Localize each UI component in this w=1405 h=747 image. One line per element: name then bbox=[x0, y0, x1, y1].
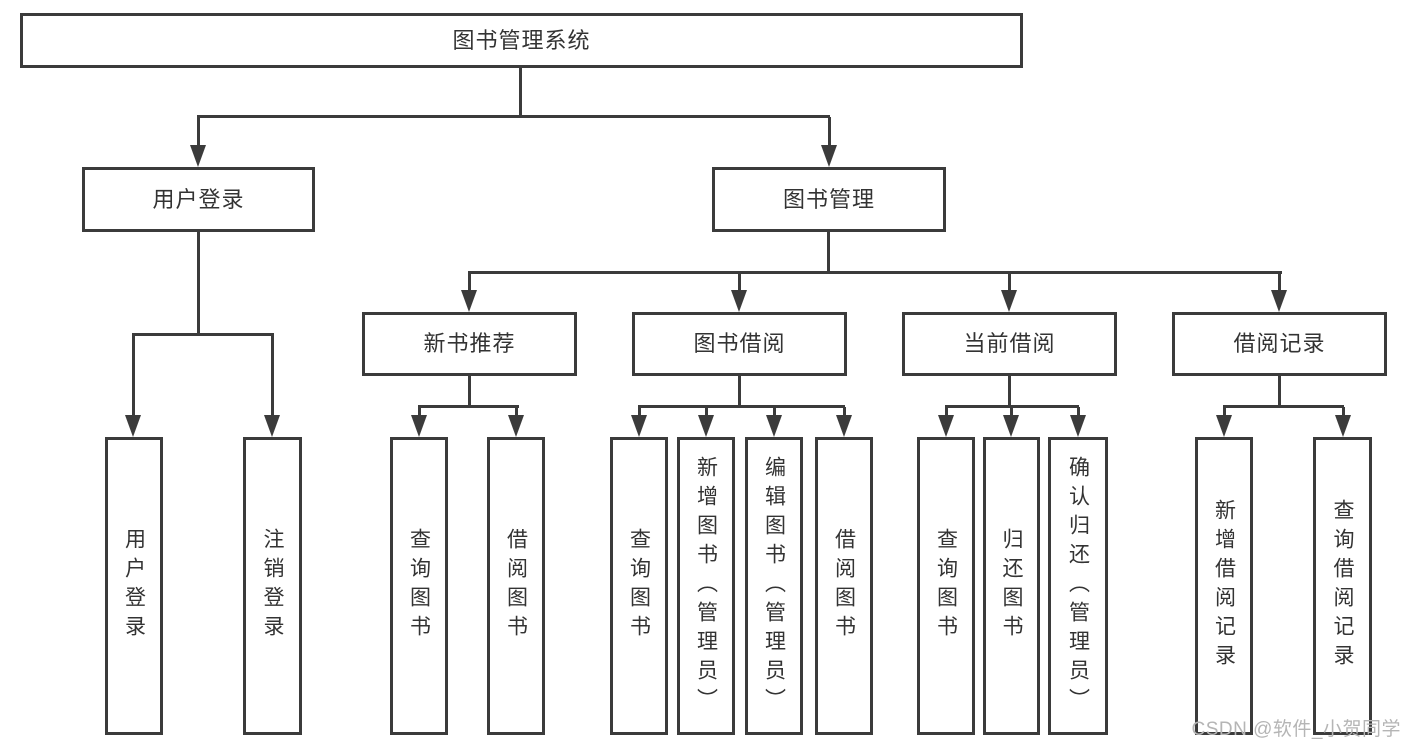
arrow-to-book-mgmt bbox=[821, 117, 837, 167]
node-borrow-record: 借阅记录 bbox=[1172, 312, 1387, 376]
connector-book-borrow-stem bbox=[738, 374, 741, 408]
leaf-query-book-cb-label: 查询图书 bbox=[934, 528, 958, 644]
leaf-add-borrow-record: 新增借阅记录 bbox=[1195, 437, 1253, 735]
node-current-borrow-label: 当前借阅 bbox=[963, 331, 1056, 356]
connector-user-login-bar bbox=[132, 333, 274, 336]
leaf-borrow-book-nbr: 借阅图书 bbox=[487, 437, 545, 735]
leaf-logout-label: 注销登录 bbox=[261, 528, 284, 644]
node-new-book-rec: 新书推荐 bbox=[362, 312, 577, 376]
leaf-borrow-book-bb-label: 借阅图书 bbox=[832, 528, 856, 644]
leaf-add-borrow-record-label: 新增借阅记录 bbox=[1212, 499, 1236, 673]
arrow-leaf-br-2 bbox=[1335, 407, 1351, 437]
leaf-logout: 注销登录 bbox=[243, 437, 302, 735]
connector-borrow-record-bar bbox=[1223, 405, 1344, 408]
node-book-mgmt-label: 图书管理 bbox=[782, 186, 875, 212]
node-new-book-rec-label: 新书推荐 bbox=[423, 331, 516, 356]
arrow-leaf-br-1 bbox=[1216, 407, 1232, 437]
node-user-login: 用户登录 bbox=[82, 167, 315, 232]
node-root-label: 图书管理系统 bbox=[452, 27, 591, 53]
arrow-to-leaf-logout bbox=[264, 335, 280, 437]
arrow-leaf-cb-3 bbox=[1070, 407, 1086, 437]
leaf-confirm-return-admin: 确认归还（管理员） bbox=[1048, 437, 1108, 735]
leaf-confirm-return-admin-label: 确认归还（管理员） bbox=[1066, 455, 1090, 717]
leaf-query-book-cb: 查询图书 bbox=[917, 437, 975, 735]
node-current-borrow: 当前借阅 bbox=[902, 312, 1117, 376]
node-book-mgmt: 图书管理 bbox=[712, 167, 946, 232]
connector-book-mgmt-stem bbox=[827, 230, 830, 273]
leaf-query-borrow-record-label: 查询借阅记录 bbox=[1331, 499, 1354, 673]
arrow-leaf-bb-2 bbox=[698, 407, 714, 437]
leaf-query-borrow-record: 查询借阅记录 bbox=[1313, 437, 1372, 735]
arrow-to-leaf-user-login bbox=[125, 335, 141, 437]
node-book-borrow: 图书借阅 bbox=[632, 312, 847, 376]
leaf-borrow-book-nbr-label: 借阅图书 bbox=[504, 528, 528, 644]
connector-current-borrow-stem bbox=[1008, 374, 1011, 408]
csdn-watermark: CSDN @软件_小贺同学 bbox=[1191, 719, 1401, 740]
leaf-query-book-bb: 查询图书 bbox=[610, 437, 668, 735]
connector-new-book-rec-stem bbox=[468, 374, 471, 408]
connector-level3-bar bbox=[468, 271, 1282, 274]
arrow-leaf-cb-2 bbox=[1003, 407, 1019, 437]
connector-user-login-stem bbox=[197, 230, 200, 335]
leaf-edit-book-admin: 编辑图书（管理员） bbox=[745, 437, 803, 735]
arrow-to-current-borrow bbox=[1001, 273, 1017, 312]
connector-new-book-rec-bar bbox=[418, 405, 519, 408]
leaf-return-book: 归还图书 bbox=[983, 437, 1040, 735]
leaf-borrow-book-bb: 借阅图书 bbox=[815, 437, 873, 735]
leaf-query-book-bb-label: 查询图书 bbox=[627, 528, 651, 644]
arrow-leaf-bb-3 bbox=[766, 407, 782, 437]
connector-level2-bar bbox=[197, 115, 830, 118]
leaf-return-book-label: 归还图书 bbox=[1000, 528, 1023, 644]
arrow-to-borrow-record bbox=[1271, 273, 1287, 312]
leaf-edit-book-admin-label: 编辑图书（管理员） bbox=[762, 455, 786, 717]
arrow-leaf-cb-1 bbox=[938, 407, 954, 437]
arrow-leaf-bb-1 bbox=[631, 407, 647, 437]
leaf-add-book-admin: 新增图书（管理员） bbox=[677, 437, 735, 735]
node-book-borrow-label: 图书借阅 bbox=[693, 331, 786, 356]
node-root: 图书管理系统 bbox=[20, 13, 1023, 68]
arrow-leaf-nbr-2 bbox=[508, 407, 524, 437]
node-user-login-label: 用户登录 bbox=[152, 186, 245, 212]
connector-borrow-record-stem bbox=[1278, 374, 1281, 408]
arrow-leaf-bb-4 bbox=[836, 407, 852, 437]
connector-root-stem bbox=[519, 66, 522, 118]
leaf-add-book-admin-label: 新增图书（管理员） bbox=[694, 455, 718, 717]
leaf-user-login-label: 用户登录 bbox=[122, 528, 146, 644]
arrow-to-new-book-rec bbox=[461, 273, 477, 312]
leaf-query-book-nbr-label: 查询图书 bbox=[407, 528, 431, 644]
arrow-to-user-login bbox=[190, 117, 206, 167]
arrow-leaf-nbr-1 bbox=[411, 407, 427, 437]
arrow-to-book-borrow bbox=[731, 273, 747, 312]
connector-current-borrow-bar bbox=[945, 405, 1079, 408]
leaf-user-login: 用户登录 bbox=[105, 437, 163, 735]
node-borrow-record-label: 借阅记录 bbox=[1233, 331, 1326, 356]
connector-book-borrow-bar bbox=[638, 405, 845, 408]
leaf-query-book-nbr: 查询图书 bbox=[390, 437, 448, 735]
